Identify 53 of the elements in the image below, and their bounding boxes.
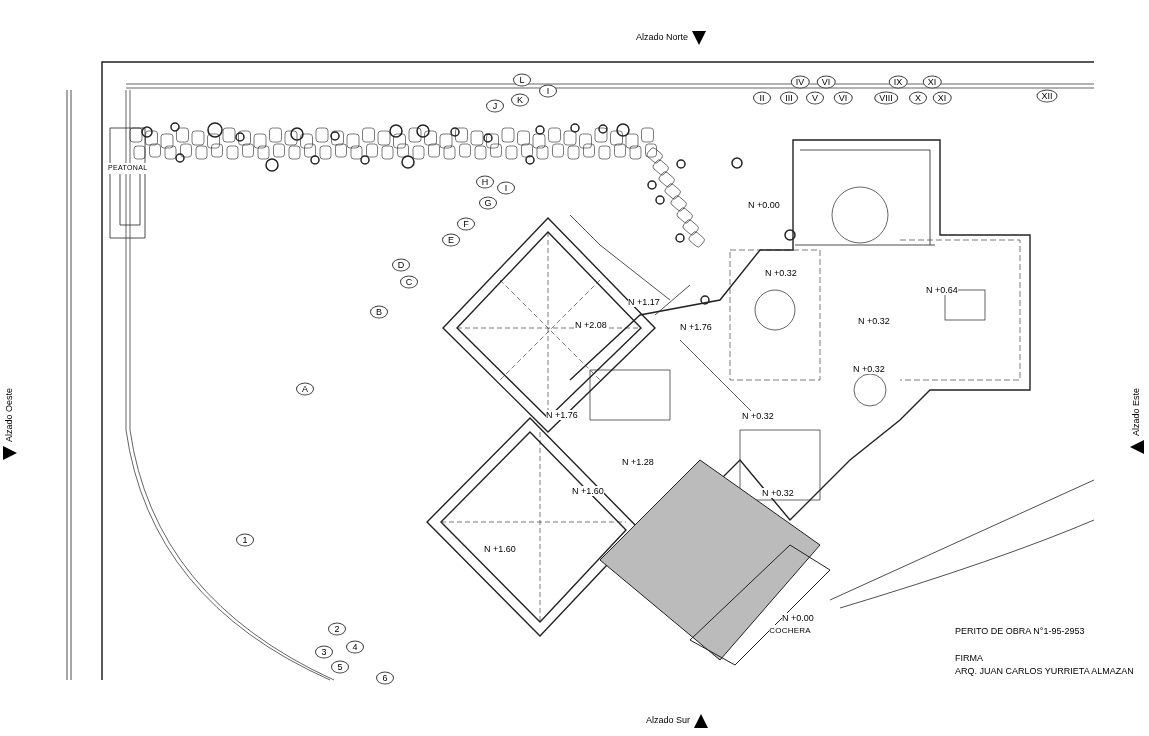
elevation-label: Alzado Oeste	[3, 388, 16, 443]
level-mark: N +0.00	[782, 613, 814, 623]
level-mark: N +0.32	[762, 488, 794, 498]
level-mark: N +1.17	[628, 297, 660, 307]
title-block-text: PERITO DE OBRA N°1-95-2953	[955, 625, 1085, 638]
elevation-label: Alzado Este	[1130, 388, 1143, 437]
tree-marker: F	[457, 217, 475, 231]
tree-marker: L	[513, 73, 531, 87]
tree-marker: E	[442, 233, 460, 247]
tree-marker: C	[400, 275, 418, 289]
tree-marker: H	[476, 175, 494, 189]
tree-marker: II	[753, 91, 771, 105]
title-block-text: FIRMA	[955, 652, 983, 665]
tree-marker: 3	[315, 645, 333, 659]
level-mark: N +1.60	[572, 486, 604, 496]
level-mark: N +0.32	[765, 268, 797, 278]
tree-marker: 1	[236, 533, 254, 547]
tree-marker: A	[296, 382, 314, 396]
level-mark: N +1.76	[546, 410, 578, 420]
elevation-label: Alzado Sur	[646, 714, 691, 728]
elevation-label: Alzado Norte	[636, 31, 689, 45]
level-mark: N +0.32	[742, 411, 774, 421]
level-mark: N +2.08	[575, 320, 607, 330]
tree-marker: D	[392, 258, 410, 272]
level-mark: N +1.60	[484, 544, 516, 554]
tree-marker: K	[511, 93, 529, 107]
tree-marker: VI	[833, 91, 853, 105]
level-mark: N +1.76	[680, 322, 712, 332]
level-mark: N +0.64	[926, 285, 958, 295]
tree-marker: XI	[932, 91, 952, 105]
tree-marker: V	[806, 91, 824, 105]
tree-marker: J	[486, 99, 504, 113]
tree-marker: III	[780, 91, 798, 105]
tree-marker: I	[539, 84, 557, 98]
tree-marker: 2	[328, 622, 346, 636]
tree-marker: G	[479, 196, 497, 210]
tree-marker: B	[370, 305, 388, 319]
tree-marker: VIII	[874, 91, 898, 105]
level-mark: N +0.32	[858, 316, 890, 326]
tree-marker: 4	[346, 640, 364, 654]
tree-marker: 5	[331, 660, 349, 674]
tree-marker: XII	[1036, 89, 1058, 103]
tree-marker: XI	[922, 75, 942, 89]
tree-marker: IX	[888, 75, 908, 89]
tree-marker: 6	[376, 671, 394, 685]
tree-marker: X	[909, 91, 927, 105]
tree-marker: I	[497, 181, 515, 195]
level-mark: N +0.32	[853, 364, 885, 374]
level-mark: N +1.28	[622, 457, 654, 467]
level-mark: N +0.00	[748, 200, 780, 210]
title-block-text: ARQ. JUAN CARLOS YURRIETA ALMAZAN	[955, 665, 1134, 678]
tree-marker: IV	[790, 75, 810, 89]
tree-marker: VI	[816, 75, 836, 89]
